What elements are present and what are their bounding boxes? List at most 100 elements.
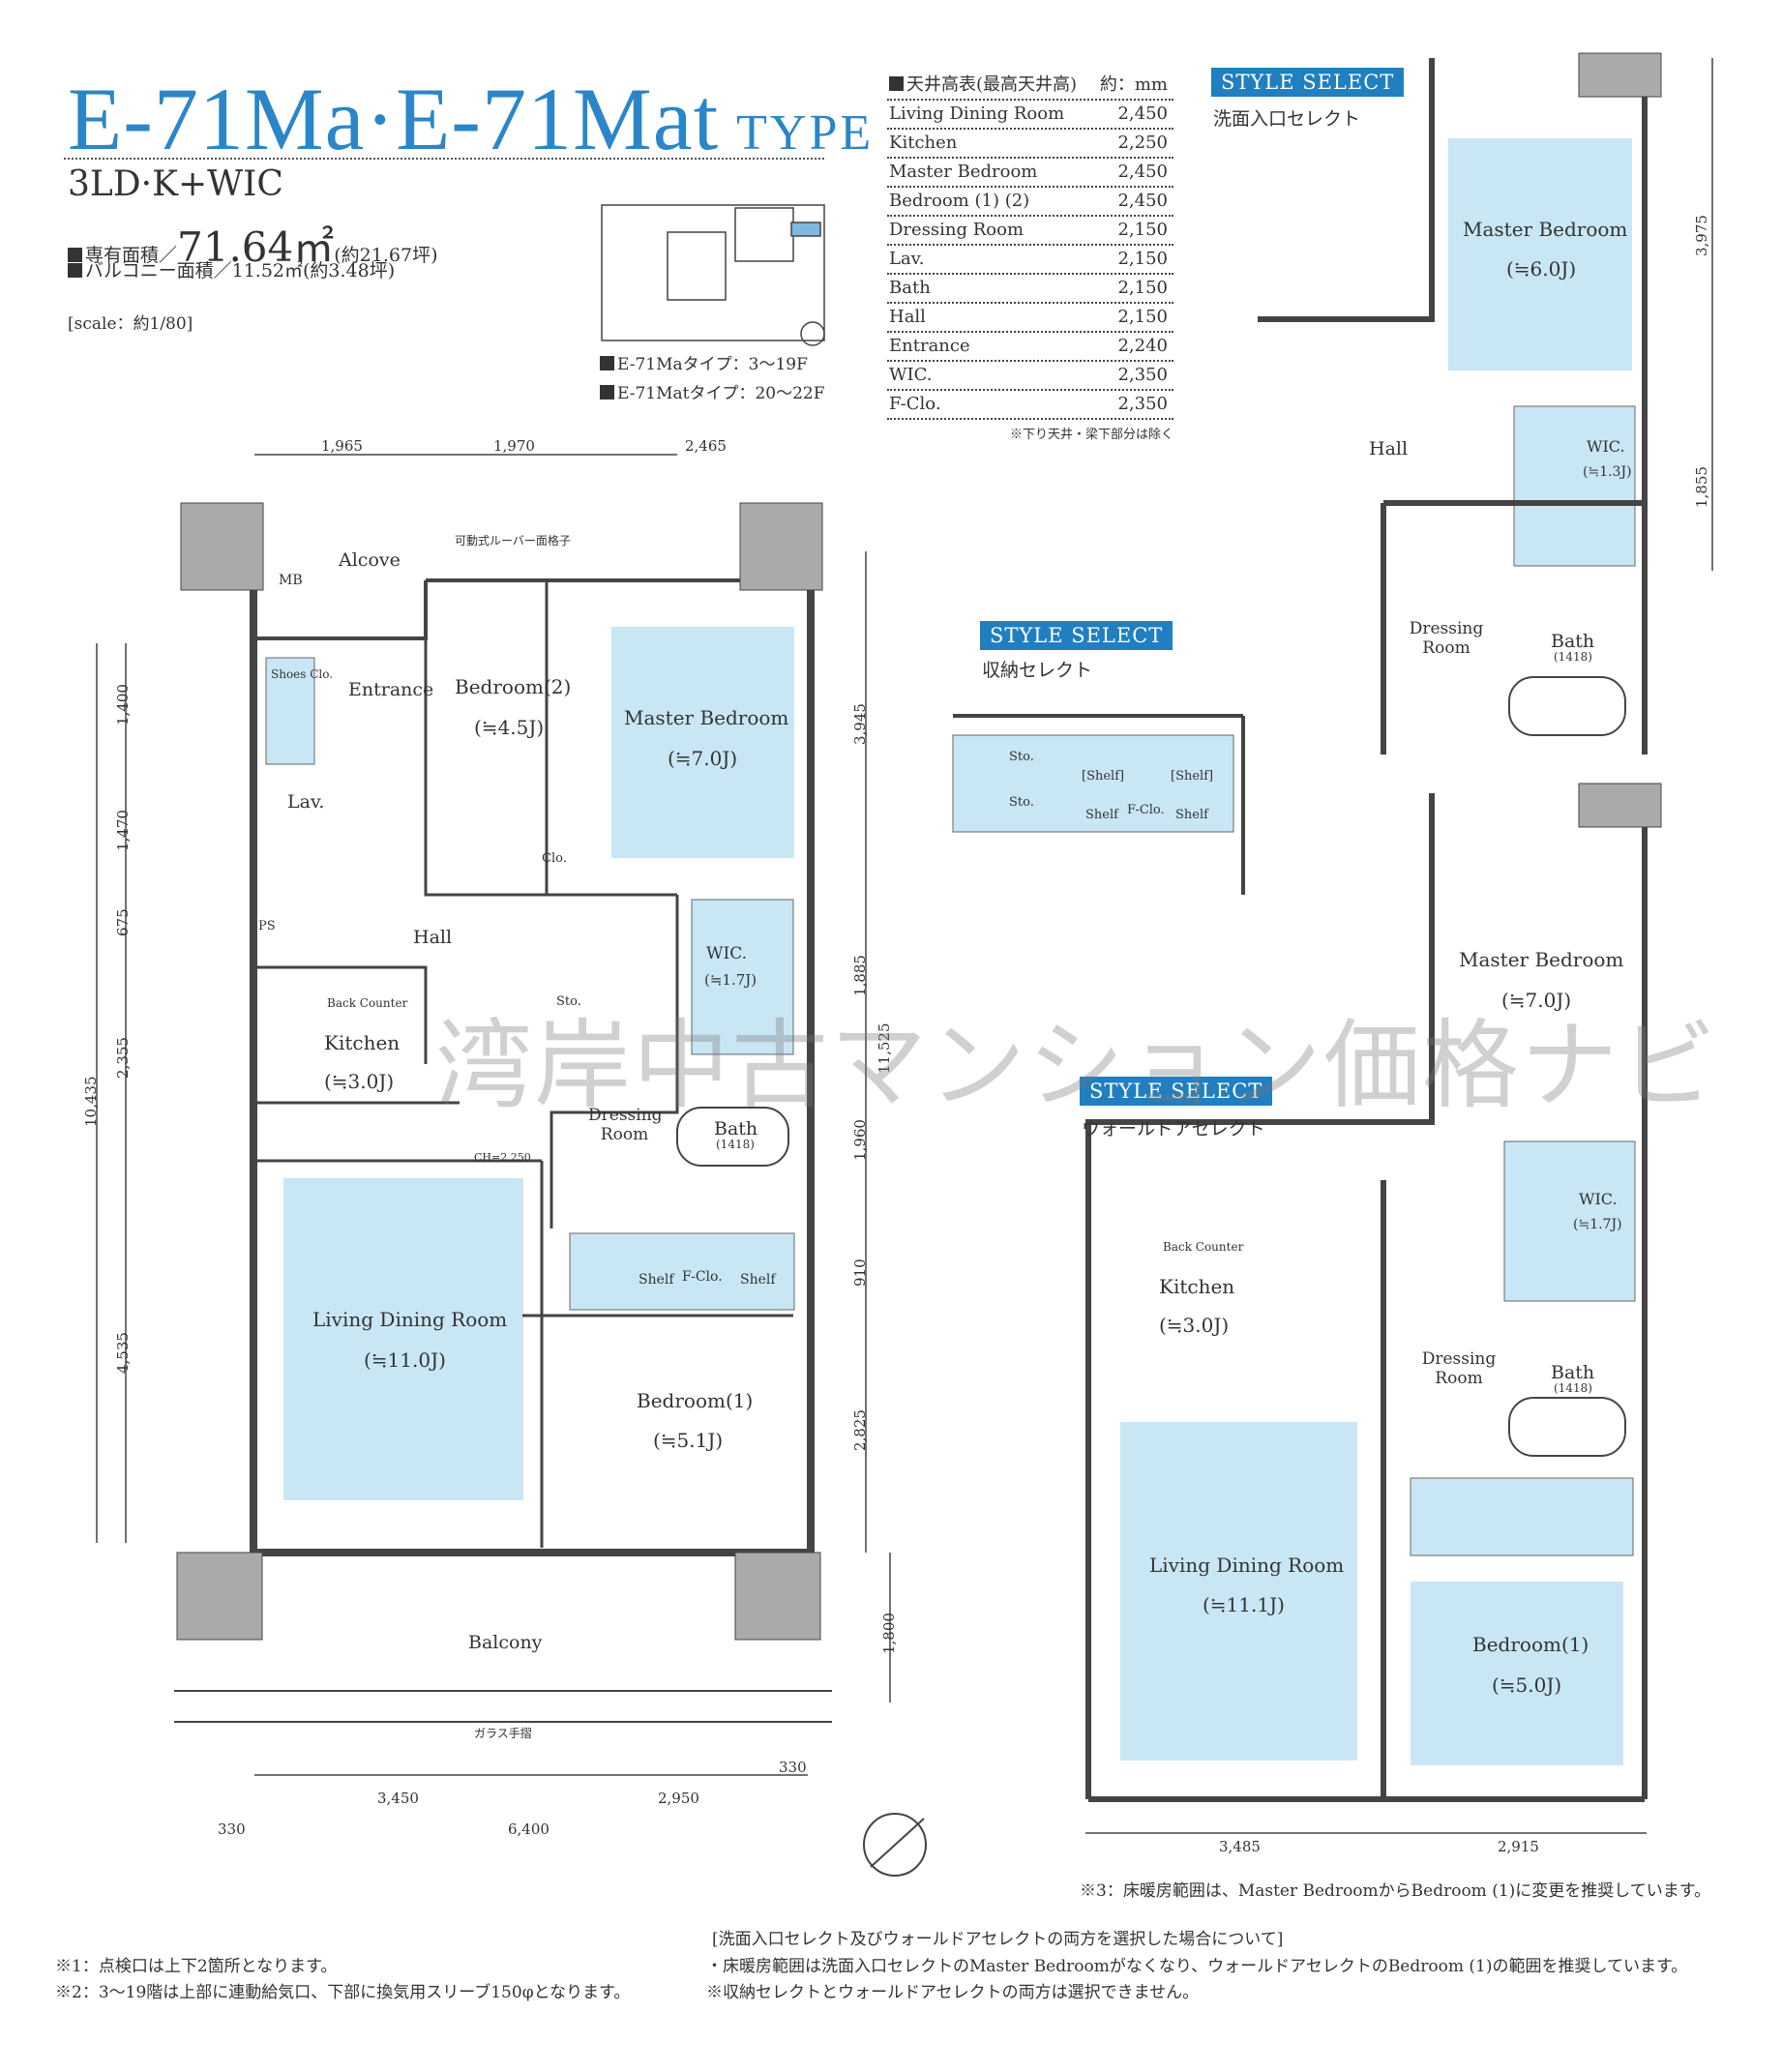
room-bedroom1-size: (≒5.1J): [653, 1429, 724, 1452]
select-name-washroom: 洗面入口セレクト: [1213, 108, 1361, 130]
dim-top: 1,970: [493, 437, 535, 455]
room-bath: Bath: [714, 1118, 758, 1140]
dim-top: 2,465: [685, 437, 727, 455]
room-dressing: Dressing Room: [1409, 619, 1484, 658]
room-bedroom1: Bedroom(1): [637, 1389, 754, 1412]
shelf-label: Shelf: [639, 1272, 674, 1288]
dim-balcony: 1,800: [880, 1613, 898, 1654]
title-divider: [64, 158, 824, 160]
table-row: Bedroom (1) (2)2,450: [887, 188, 1173, 217]
select-plan-washroom: [1258, 52, 1713, 755]
table-header: 天井高表(最高天井高)約：mm: [887, 72, 1173, 101]
ceiling-note: CH=2,250: [474, 1151, 531, 1164]
room-bedroom1: Bedroom(1): [1472, 1633, 1589, 1656]
closet-label: Clo.: [542, 851, 567, 866]
dim-left: 675: [114, 908, 132, 936]
room-wic: WIC.: [706, 944, 747, 963]
dim-bottom2: 330: [779, 1759, 807, 1776]
shelf-label: Shelf: [1175, 808, 1208, 822]
storage-label: Sto.: [1009, 795, 1034, 810]
dim-left: 1,470: [114, 810, 132, 851]
shelf-label: [Shelf]: [1082, 769, 1125, 784]
room-dressing: Dressing Room: [1421, 1349, 1497, 1388]
room-master-bedroom: Master Bedroom: [624, 706, 789, 729]
back-counter-label: Back Counter: [1163, 1240, 1244, 1254]
fclo-label: F-Clo.: [682, 1269, 723, 1285]
room-kitchen: Kitchen: [1159, 1275, 1235, 1298]
dim-bottom: 2,915: [1498, 1838, 1539, 1855]
room-bath: Bath: [1551, 631, 1595, 652]
type-suffix: TYPE: [736, 105, 875, 161]
room-wic-size: (≒1.3J): [1583, 464, 1632, 480]
storage-label: Sto.: [1009, 750, 1034, 764]
room-bedroom2: Bedroom(2): [455, 675, 572, 698]
storage-label: Sto.: [556, 994, 581, 1009]
style-select-badge: STYLE SELECT: [1211, 68, 1405, 97]
room-bath-size: (1418): [716, 1138, 755, 1151]
room-size: (≒7.0J): [1501, 989, 1572, 1012]
dim-bottom: 2,950: [658, 1790, 699, 1807]
balcony-area: バルコニー面積／11.52㎡(約3.48坪): [68, 256, 395, 282]
shelf-label: [Shelf]: [1171, 769, 1214, 784]
note-both-1: ・床暖房範囲は洗面入口セレクトのMaster Bedroomがなくなり、ウォール…: [706, 1957, 1688, 1976]
note-3: ※3：床暖房範囲は、Master BedroomからBedroom (1)に変更…: [1080, 1881, 1711, 1901]
room-living-dining: Living Dining Room: [312, 1308, 508, 1331]
table-row: WIC.2,350: [887, 362, 1173, 391]
layout-type: 3LD·K+WIC: [68, 164, 283, 204]
dim-right: 910: [851, 1258, 869, 1287]
compass-icon: [863, 1813, 927, 1877]
shelf-label: Shelf: [1085, 808, 1118, 822]
room-kitchen: Kitchen: [324, 1031, 401, 1054]
room-alcove: Alcove: [339, 549, 401, 571]
dim-left-total: 10,435: [82, 1076, 100, 1128]
dim-top: 1,965: [321, 437, 363, 455]
dim-left: 2,355: [114, 1037, 132, 1079]
room-lav: Lav.: [287, 791, 325, 813]
room-master-size: (≒7.0J): [668, 747, 738, 770]
back-counter-label: Back Counter: [327, 996, 408, 1010]
note-both-title: [洗面入口セレクト及びウォールドアセレクトの両方を選択した場合について]: [712, 1930, 1284, 1949]
room-kitchen-size: (≒3.0J): [324, 1070, 395, 1093]
table-row: F-Clo.2,350: [887, 391, 1173, 420]
type-floor-ma: E-71Maタイプ：3～19F: [600, 350, 808, 374]
room-living-dining: Living Dining Room: [1149, 1554, 1345, 1577]
room-bath-size: (1418): [1554, 650, 1592, 664]
fclo-label: F-Clo.: [1127, 803, 1165, 817]
note-both-2: ※収納セレクトとウォールドアセレクトの両方は選択できません。: [706, 1983, 1200, 2002]
ps-label: PS: [258, 919, 276, 933]
room-bath-size: (1418): [1554, 1381, 1592, 1395]
private-area: 専有面積／71.64㎡(約21.67坪): [68, 215, 437, 274]
dim-right: 2,825: [851, 1409, 869, 1451]
dim-right: 1,855: [1693, 466, 1710, 508]
note-1: ※1：点検口は上下2箇所となります。: [55, 1957, 338, 1976]
watermark: 湾岸中古マンション価格ナビ: [435, 1009, 1718, 1122]
style-select-badge: STYLE SELECT: [980, 621, 1173, 650]
dim-bottom2: 330: [218, 1820, 246, 1838]
room-entrance: Entrance: [348, 679, 434, 700]
label-mb: MB: [279, 573, 303, 588]
room-ldr-size: (≒11.0J): [364, 1348, 446, 1372]
type-name: E-71Ma·E-71Mat: [68, 70, 720, 168]
style-select-badge: STYLE SELECT: [1080, 1077, 1273, 1106]
note-2: ※2：3～19階は上部に連動給気口、下部に換気用スリーブ150φとなります。: [55, 1983, 631, 2002]
dim-bottom: 3,485: [1219, 1838, 1261, 1855]
glass-railing-label: ガラス手摺: [474, 1727, 532, 1740]
room-bedroom2-size: (≒4.5J): [474, 716, 545, 739]
room-dressing: Dressing Room: [588, 1106, 663, 1144]
select-name-walldoor: ウォールドアセレクト: [1082, 1118, 1265, 1140]
table-row: Lav.2,150: [887, 246, 1173, 275]
select-plan-storage: [952, 714, 1245, 895]
table-note: ※下り天井・梁下部分は除く: [1009, 428, 1173, 442]
dim-bottom: 3,450: [377, 1790, 419, 1807]
key-map: [601, 204, 825, 346]
room-balcony: Balcony: [468, 1632, 543, 1653]
